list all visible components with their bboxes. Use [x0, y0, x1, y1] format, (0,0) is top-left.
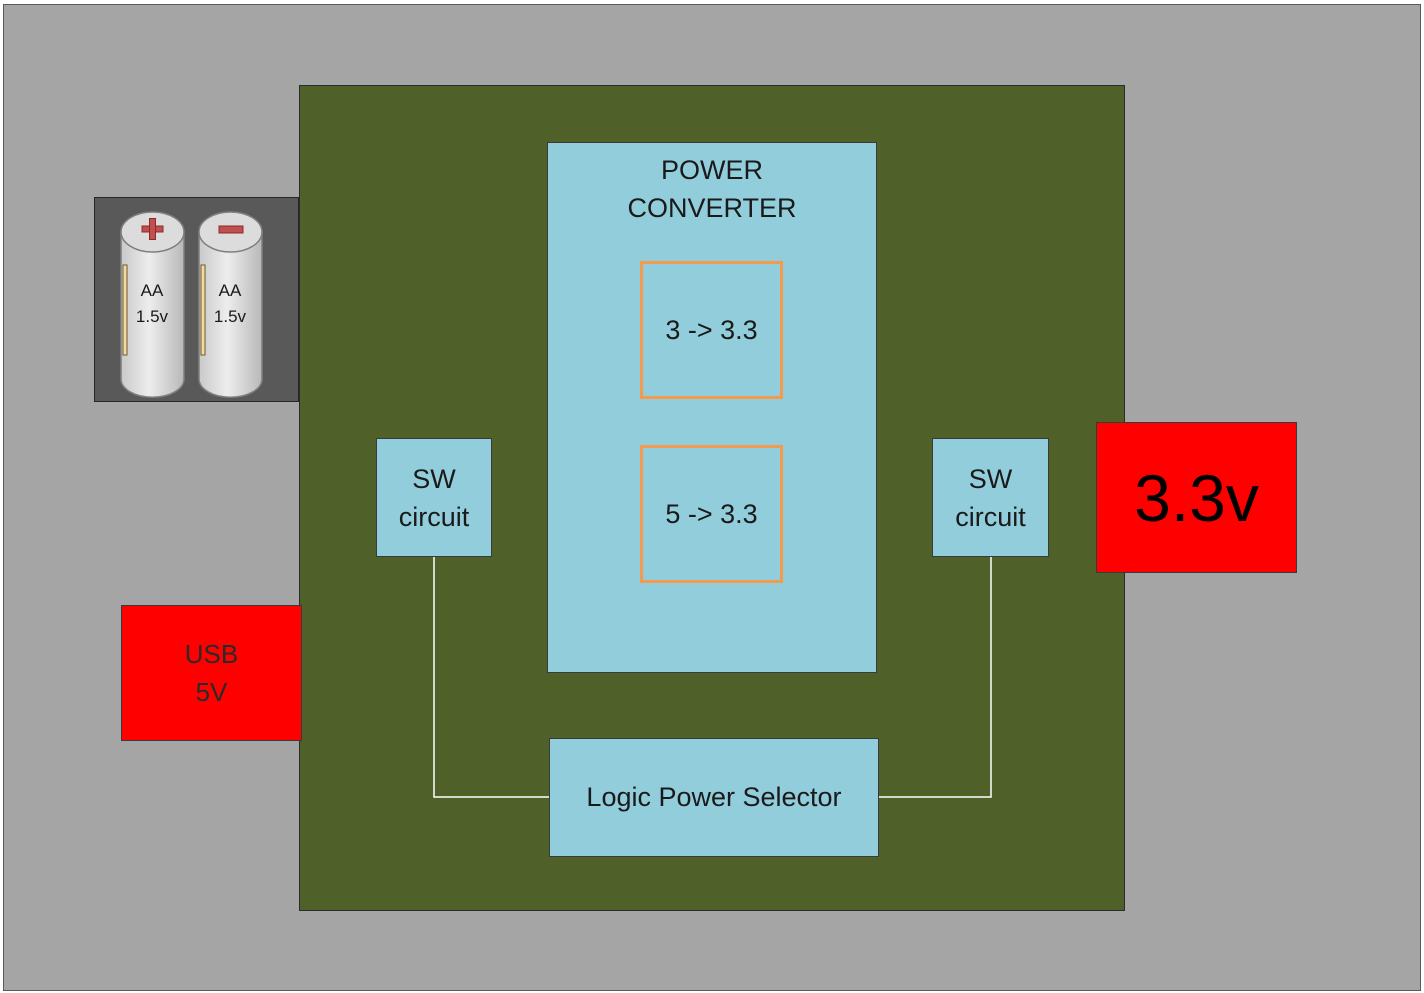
- battery-right-label: AA 1.5v: [213, 281, 247, 326]
- output-3v3-connector: 3.3v: [1096, 422, 1297, 573]
- logic-power-selector: Logic Power Selector: [549, 738, 879, 857]
- converter-stage-3v: 3 -> 3.3: [640, 261, 783, 399]
- battery-right: [198, 211, 263, 399]
- sw-circuit-left: SW circuit: [376, 438, 492, 557]
- power-converter-block: POWER CONVERTER: [547, 142, 877, 673]
- usb-5v-connector: USB 5V: [121, 605, 302, 741]
- sw-circuit-right: SW circuit: [932, 438, 1049, 557]
- power-converter-title: POWER CONVERTER: [627, 155, 797, 223]
- wire-left: [433, 557, 549, 798]
- wire-right: [879, 557, 992, 798]
- battery-left: [120, 211, 185, 399]
- plus-icon: [141, 218, 164, 240]
- battery-left-label: AA 1.5v: [135, 281, 169, 326]
- converter-stage-5v: 5 -> 3.3: [640, 445, 783, 583]
- minus-icon: [218, 225, 244, 234]
